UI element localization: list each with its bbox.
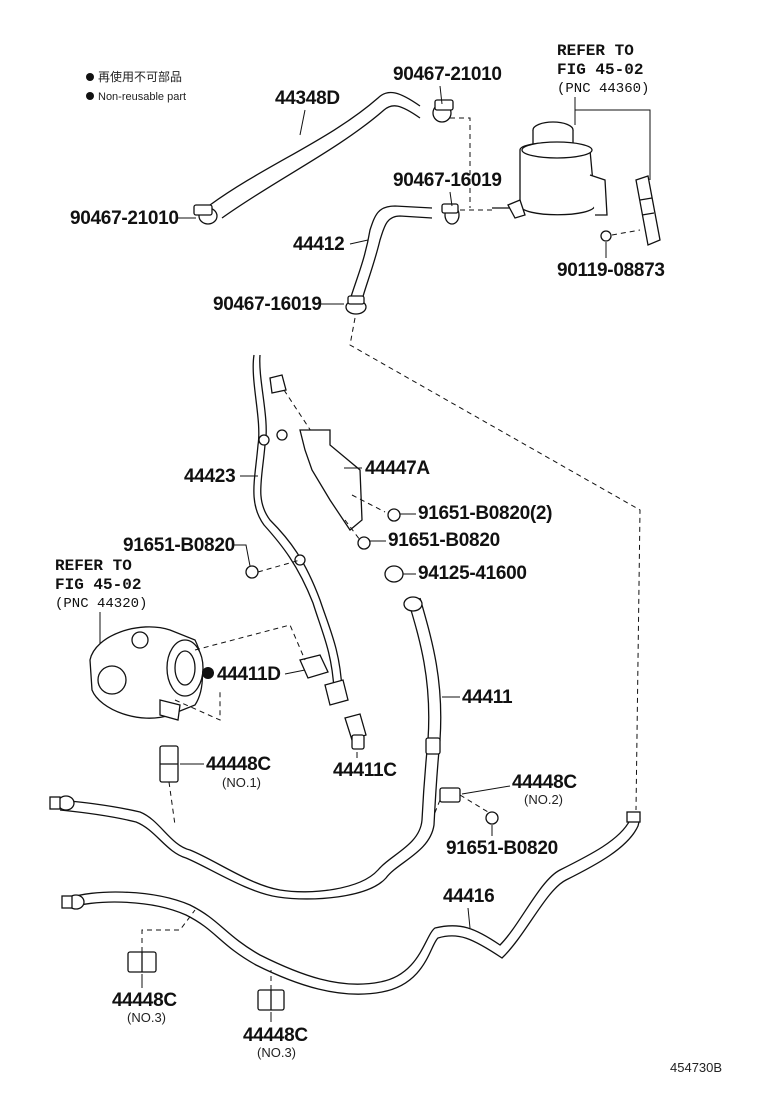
clamp-44448C-no1-icon bbox=[159, 745, 179, 826]
label-94125-41600: 94125-41600 bbox=[418, 563, 527, 584]
ref-pump-line2: FIG 45-02 bbox=[55, 576, 141, 594]
label-44348D: 44348D bbox=[275, 88, 340, 109]
bolts-near-bracket bbox=[245, 508, 404, 583]
label-90467-16019-bottom: 90467-16019 bbox=[213, 294, 322, 315]
ref-reservoir-line2: FIG 45-02 bbox=[557, 61, 643, 79]
label-44448C-no3a: 44448C bbox=[112, 990, 177, 1011]
legend-jp: 再使用不可部品 bbox=[98, 69, 182, 84]
legend-en: Non-reusable part bbox=[98, 91, 186, 103]
hose-44411 bbox=[49, 596, 442, 900]
label-44448C-no2: 44448C bbox=[512, 772, 577, 793]
legend-bullet-icon bbox=[86, 73, 94, 81]
label-44411: 44411 bbox=[462, 687, 513, 708]
reservoir-tank-icon bbox=[492, 121, 661, 246]
label-90467-21010-left: 90467-21010 bbox=[70, 208, 179, 229]
union-44411C-icon bbox=[344, 713, 367, 750]
label-90119-08873: 90119-08873 bbox=[557, 260, 665, 281]
ref-reservoir-line1: REFER TO bbox=[557, 42, 634, 60]
clamp-44448C-no2-icon bbox=[433, 787, 499, 825]
label-91651-B0820-2: 91651-B0820(2) bbox=[418, 503, 552, 524]
label-91651-B0820-lower: 91651-B0820 bbox=[446, 838, 558, 859]
return-path-dashed bbox=[349, 317, 641, 811]
figure-id: 454730B bbox=[670, 1060, 722, 1075]
legend-bullet-icon bbox=[86, 92, 94, 100]
label-no2: (NO.2) bbox=[524, 792, 563, 807]
legend: 再使用不可部品 Non-reusable part bbox=[86, 69, 186, 103]
pipe-44416 bbox=[61, 811, 641, 995]
label-90467-21010-top: 90467-21010 bbox=[393, 64, 502, 85]
clamp-44448C-no3b-icon bbox=[257, 970, 285, 1011]
label-44411C: 44411C bbox=[333, 760, 397, 781]
label-91651-B0820-a: 91651-B0820 bbox=[388, 530, 500, 551]
label-44412: 44412 bbox=[293, 234, 344, 255]
ref-pump-line1: REFER TO bbox=[55, 557, 132, 575]
label-91651-B0820-left: 91651-B0820 bbox=[123, 535, 235, 556]
tube-44423 bbox=[252, 354, 349, 706]
ref-pump-line3: (PNC 44320) bbox=[55, 596, 147, 612]
label-44448C-no3b: 44448C bbox=[243, 1025, 308, 1046]
label-44411D: 44411D bbox=[217, 664, 281, 685]
ref-reservoir-line3: (PNC 44360) bbox=[557, 81, 649, 97]
label-44416: 44416 bbox=[443, 886, 494, 907]
clamp-44448C-no3a-icon bbox=[127, 909, 196, 973]
hose-44412 bbox=[345, 117, 492, 315]
bolt-90119-icon bbox=[600, 229, 641, 242]
label-90467-16019-top: 90467-16019 bbox=[393, 170, 502, 191]
pump-ref: REFER TO FIG 45-02 (PNC 44320) bbox=[55, 557, 147, 648]
pump-icon bbox=[89, 624, 306, 721]
label-44447A: 44447A bbox=[365, 458, 430, 479]
reservoir-ref: REFER TO FIG 45-02 (PNC 44360) bbox=[557, 42, 651, 180]
label-44423: 44423 bbox=[184, 466, 235, 487]
bracket-44447A-icon bbox=[276, 429, 386, 541]
non-reusable-bullet-icon bbox=[202, 667, 214, 679]
label-no3a: (NO.3) bbox=[127, 1010, 166, 1025]
label-no3b: (NO.3) bbox=[257, 1045, 296, 1060]
seal-44411D bbox=[202, 667, 214, 679]
label-44448C-no1: 44448C bbox=[206, 754, 271, 775]
label-no1: (NO.1) bbox=[222, 775, 261, 790]
hose-44348D bbox=[193, 91, 454, 225]
